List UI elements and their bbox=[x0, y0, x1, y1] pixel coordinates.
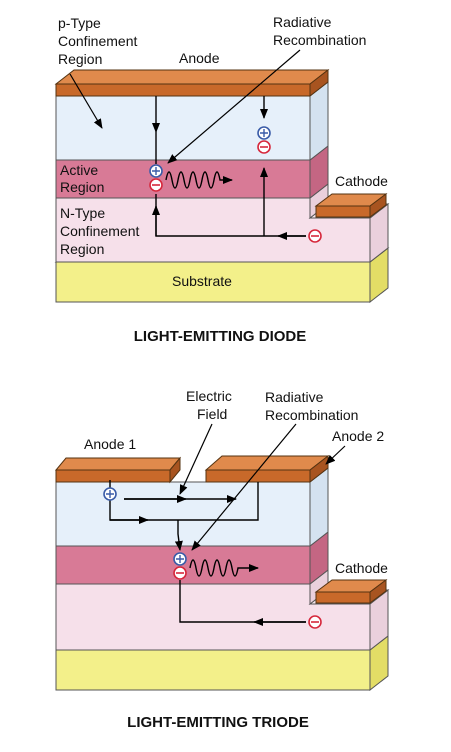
triode-anode1-top bbox=[54, 457, 182, 471]
diode-n-type-label-3: Region bbox=[60, 241, 104, 257]
triode-hole-symbol bbox=[173, 552, 187, 566]
diode-radiative-label-2: Recombination bbox=[273, 32, 366, 48]
triode-anode2-label: Anode 2 bbox=[332, 428, 384, 444]
diode-electron-symbol-bottom bbox=[308, 229, 322, 243]
diode-cathode-side bbox=[369, 193, 387, 218]
diode-p-type-leader bbox=[69, 73, 103, 129]
triode-anode1-side bbox=[169, 456, 181, 484]
diode-active-label-1: Active bbox=[60, 162, 98, 178]
diode-photon-wave bbox=[165, 171, 233, 189]
triode-radiative-label-1: Radiative bbox=[265, 389, 324, 405]
triode-radiative-leader bbox=[191, 423, 297, 551]
diode-anode-top bbox=[54, 69, 330, 85]
triode-anode2-side bbox=[309, 454, 329, 484]
triode-hole-drop bbox=[174, 520, 183, 551]
triode-electron-symbol-bottom bbox=[308, 615, 322, 629]
diode-structure bbox=[54, 49, 390, 304]
diode-n-type-label-2: Confinement bbox=[60, 223, 139, 239]
diode-electron-symbol bbox=[149, 178, 163, 192]
diode-radiative-leader bbox=[167, 49, 301, 164]
diode-anode-side bbox=[309, 68, 329, 98]
diode-cathode-electrode bbox=[315, 205, 371, 218]
triode-anode2-electrode bbox=[205, 469, 311, 483]
diode-p-type-label-3: Region bbox=[58, 51, 102, 67]
triode-radiative-label-2: Recombination bbox=[265, 407, 358, 423]
diode-cathode-label: Cathode bbox=[335, 173, 388, 189]
triode-anode2-top bbox=[204, 455, 330, 471]
triode-structure bbox=[54, 423, 390, 692]
diode-caption: LIGHT-EMITTING DIODE bbox=[134, 328, 307, 345]
diode-anode-label: Anode bbox=[179, 50, 220, 66]
diode-substrate-layer bbox=[55, 261, 371, 303]
diode-substrate-label: Substrate bbox=[172, 273, 232, 289]
triode-anode1-electrode bbox=[55, 469, 171, 483]
triode-cathode-electrode bbox=[315, 591, 371, 604]
diode-hole-symbol bbox=[149, 164, 163, 178]
triode-field-leader bbox=[179, 423, 213, 495]
triode-cathode-side bbox=[369, 579, 387, 604]
diode-hole-symbol-right bbox=[257, 126, 271, 140]
diode-active-label-2: Region bbox=[60, 179, 104, 195]
triode-anode1-label: Anode 1 bbox=[84, 436, 136, 452]
triode-substrate-layer bbox=[55, 649, 371, 691]
diode-p-type-label-2: Confinement bbox=[58, 33, 137, 49]
diode-radiative-label-1: Radiative bbox=[273, 14, 332, 30]
triode-hole-symbol-anode bbox=[103, 487, 117, 501]
diode-electron-symbol-right bbox=[257, 140, 271, 154]
triode-anode2-leader bbox=[325, 445, 346, 465]
triode-field-label-2: Field bbox=[197, 406, 227, 422]
diode-p-type-label-1: p-Type bbox=[58, 15, 101, 31]
diode-anode-electrode bbox=[55, 83, 311, 97]
triode-photon-wave bbox=[189, 559, 259, 577]
triode-electron-symbol bbox=[173, 566, 187, 580]
triode-cathode-label: Cathode bbox=[335, 560, 388, 576]
diode-n-type-label-1: N-Type bbox=[60, 205, 105, 221]
triode-caption: LIGHT-EMITTING TRIODE bbox=[127, 714, 309, 731]
triode-field-label-1: Electric bbox=[186, 388, 232, 404]
triode-p-layer bbox=[55, 481, 311, 547]
